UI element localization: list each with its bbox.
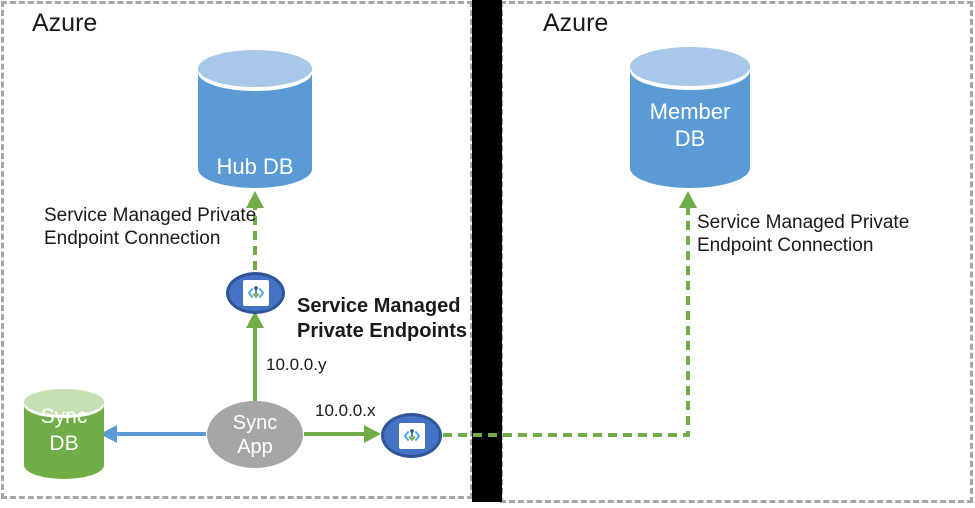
- private-endpoint-icon: [398, 422, 425, 449]
- sync-app-label-line1: Sync: [232, 411, 278, 434]
- member-db-label: Member DB: [630, 98, 750, 152]
- private-endpoint-node-member: [381, 413, 442, 458]
- left-connection-label-line1: Service Managed Private: [44, 205, 257, 226]
- hub-db-top: [198, 50, 312, 87]
- region-title-left: Azure: [32, 9, 98, 37]
- sync-db-cylinder: Sync DB: [24, 389, 104, 479]
- member-db-label-line1: Member: [649, 99, 731, 124]
- region-title-right: Azure: [543, 9, 609, 37]
- separator-bar: [472, 0, 502, 502]
- hub-db-cylinder: Hub DB: [198, 50, 312, 188]
- right-connection-label-line2: Endpoint Connection: [697, 235, 874, 256]
- hub-db-body: [198, 68, 312, 188]
- sync-app-label-line2: App: [237, 435, 273, 458]
- member-db-cylinder: Member DB: [630, 47, 750, 188]
- sync-db-top: [24, 389, 104, 415]
- endpoints-label-line1: Service Managed: [297, 295, 461, 317]
- right-connection-label-line1: Service Managed Private: [697, 212, 910, 233]
- sync-db-label-line2: DB: [49, 432, 79, 455]
- right-connection-label: Service Managed Private Endpoint Connect…: [697, 211, 909, 257]
- hub-db-label: Hub DB: [216, 154, 294, 179]
- service-managed-private-endpoints-label: Service Managed Private Endpoints: [297, 294, 467, 344]
- member-db-top: [630, 47, 750, 86]
- left-connection-label-line2: Endpoint Connection: [44, 228, 221, 249]
- ip-label-y: 10.0.0.y: [266, 355, 327, 374]
- left-connection-label: Service Managed Private Endpoint Connect…: [44, 204, 256, 250]
- sync-app-ellipse: Sync App: [207, 401, 303, 468]
- ip-label-x: 10.0.0.x: [315, 401, 376, 420]
- sync-db-label: Sync DB: [24, 403, 104, 457]
- private-endpoint-node-hub: [226, 272, 285, 314]
- member-db-label-line2: DB: [674, 126, 706, 151]
- sync-db-label-line1: Sync: [40, 405, 88, 428]
- private-endpoint-icon: [242, 280, 269, 306]
- member-db-body: [630, 66, 750, 188]
- endpoints-label-line2: Private Endpoints: [297, 320, 468, 342]
